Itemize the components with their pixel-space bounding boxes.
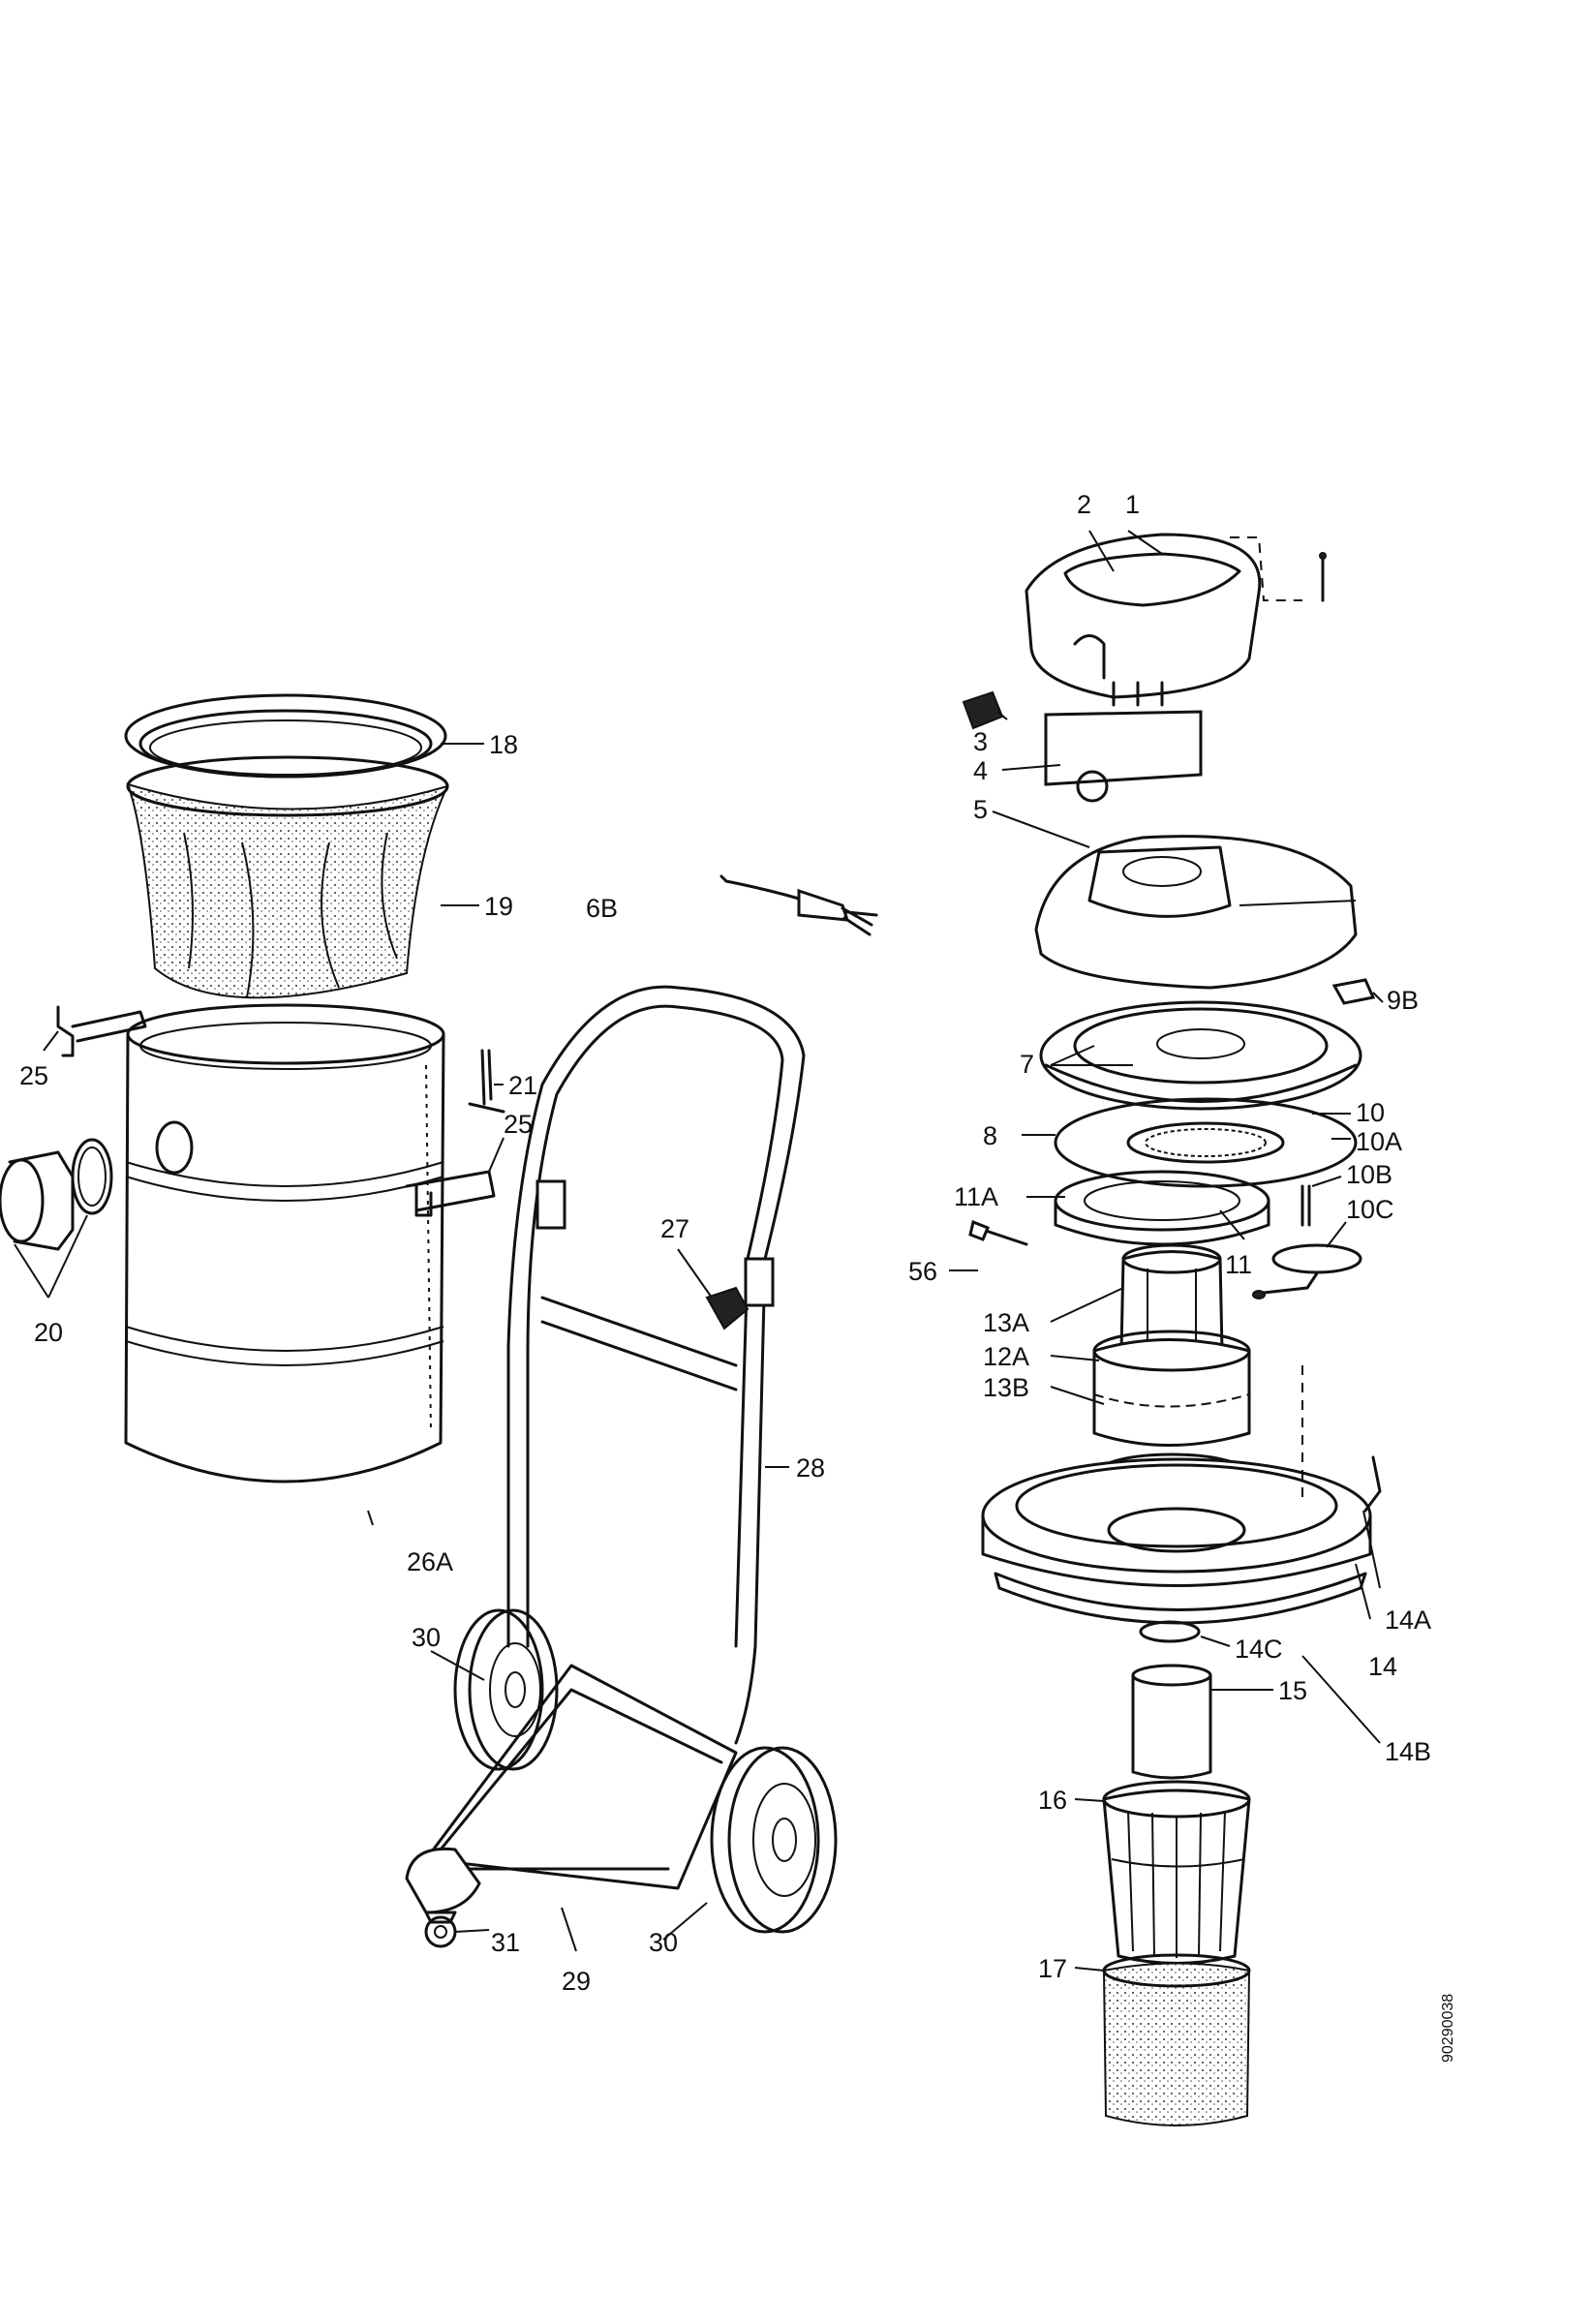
filter-17 [1102,1953,1251,2126]
callout-14c: 14C [1235,1635,1283,1664]
knob-27 [705,1286,750,1330]
callout-8: 8 [983,1121,997,1150]
callout-29: 29 [562,1967,591,1996]
callout-11a: 11A [954,1182,998,1211]
callout-14b: 14B [1385,1737,1431,1766]
callout-27: 27 [660,1214,689,1243]
callout-10: 10 [1356,1098,1385,1127]
switch-bracket-4 [1044,681,1203,803]
ring-11a [1054,1170,1270,1246]
top-cover-1 [1025,533,1262,699]
clip-21 [468,1049,505,1114]
trolley-frame-28 [506,985,806,1745]
drawing-code: 90290038 [1440,1994,1456,2063]
plug-cord-6b [719,874,878,936]
inlet-20 [0,1138,113,1251]
callout-6b: 6B [586,894,618,923]
wheel-30-rear [453,1608,559,1771]
switch-part-9b [1331,978,1376,1005]
callout-9b: 9B [1387,986,1419,1015]
callout-10b: 10B [1346,1160,1392,1189]
callout-10a: 10A [1356,1127,1402,1156]
fan-housing-12a [1092,1330,1251,1447]
ring-14 [981,1365,1372,1587]
callout-13a: 13A [983,1308,1029,1337]
callout-25-left: 25 [19,1061,48,1090]
fitting-14c [1139,1620,1201,1643]
callout-11: 11 [1225,1250,1252,1279]
bolt-56 [968,1219,1028,1246]
callout-12a: 12A [983,1342,1029,1371]
tube-15 [1131,1664,1212,1780]
callout-31: 31 [491,1928,520,1957]
callout-28: 28 [796,1453,825,1483]
leader-lines [14,530,1384,1972]
callout-3: 3 [973,727,988,756]
callout-19: 19 [484,892,513,921]
callout-10c: 10C [1346,1195,1394,1224]
callout-14: 14 [1368,1652,1397,1681]
base-frame-29 [405,1664,738,1914]
callout-17: 17 [1038,1954,1067,1983]
callout-20: 20 [34,1318,63,1347]
callout-21: 21 [508,1071,537,1100]
callout-56: 56 [908,1257,937,1286]
latch-25-left [56,1005,147,1057]
callout-18: 18 [489,730,518,759]
callout-30-front: 30 [649,1928,678,1957]
callout-5: 5 [973,795,988,824]
callout-1: 1 [1125,490,1140,519]
filter-bag-19 [126,755,449,999]
callout-15: 15 [1278,1676,1307,1705]
callout-7: 7 [1020,1050,1034,1079]
motor-cover-5 [1034,835,1358,990]
pin-10b [1300,1184,1311,1227]
latch-25-right [405,1170,496,1217]
wheel-30-front [710,1746,838,1934]
castor-31 [424,1911,457,1948]
filter-ring-18 [124,693,447,779]
cage-16 [1102,1780,1251,1965]
callout-30-rear: 30 [412,1623,441,1652]
callout-2: 2 [1077,490,1091,519]
callout-26a: 26A [407,1547,453,1576]
cover-screw [1230,536,1327,602]
callout-14a: 14A [1385,1605,1431,1635]
callout-labels: 1 2 3 4 5 6B 7 8 9B 10 10A 10B 10C 11 11… [19,490,1431,1996]
callout-13b: 13B [983,1373,1029,1402]
clamp-14a [1363,1455,1382,1513]
callout-16: 16 [1038,1786,1067,1815]
switch-3 [962,690,1004,730]
drum-body-26a [124,1003,445,1483]
callout-4: 4 [973,756,988,785]
wire-10c [1252,1243,1362,1300]
callout-25-right: 25 [504,1110,533,1139]
gasket-8 [1054,1097,1358,1188]
plate-7 [1039,1000,1362,1111]
lower-ring-14b [994,1572,1367,1625]
